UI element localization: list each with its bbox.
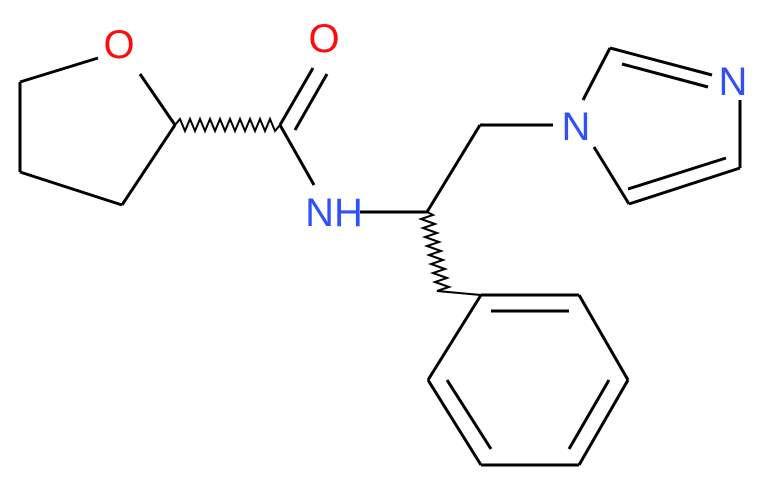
phenyl-bond-6 (426, 294, 483, 381)
thf-ring (18, 56, 177, 207)
bond-co-1 (278, 67, 315, 126)
carbonyl-oxygen-label: O (308, 17, 339, 61)
bond-co-2 (293, 73, 329, 131)
phenyl-bond-2 (577, 294, 630, 381)
phenyl-bond-3 (577, 379, 630, 466)
imidazole-n1-label: N (562, 105, 591, 149)
ring-oxygen-label: O (103, 23, 134, 67)
bond-ch-ch2 (425, 124, 482, 213)
wavy-bond-ch-phenyl (417, 211, 482, 296)
imidazole-n3-label: N (719, 60, 748, 104)
bond-o1-c5 (19, 56, 99, 84)
imidazole-ring (581, 46, 742, 206)
imid-c2-n3-inner (621, 62, 709, 89)
carbonyl-double-bond (278, 67, 329, 131)
bond-carbonyl-n (278, 124, 316, 186)
imid-c5-n1 (592, 146, 631, 205)
phenyl-bond-3-inner (567, 379, 611, 450)
wavy-bond-thf-carbonyl (174, 116, 281, 134)
bond-c2-o1 (138, 73, 177, 126)
bond-c3-c2 (120, 124, 177, 206)
imid-n1-c2 (581, 47, 612, 101)
imid-c2-n3 (609, 46, 713, 77)
phenyl-bond-5 (426, 379, 483, 466)
imid-c4-c5 (628, 166, 741, 206)
amide-nh-label: NH (305, 191, 363, 235)
phenyl-bond-5-inner (445, 379, 493, 450)
phenyl-ring (426, 293, 630, 467)
bond-c4-c3 (19, 170, 123, 207)
imid-c4-c5-inner (627, 156, 727, 191)
